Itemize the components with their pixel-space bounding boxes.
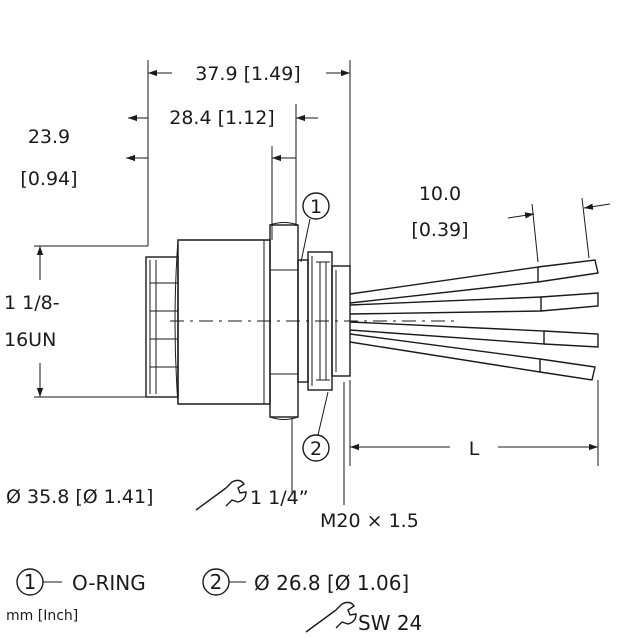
front-insert [145, 256, 179, 398]
thread-line2-label: 16UN [4, 329, 56, 351]
dim-lead-length: L [349, 380, 599, 466]
wire-2 [349, 296, 542, 315]
legend-item2-label: Ø 26.8 [Ø 1.06] [254, 571, 409, 595]
overall-length-label: 37.9 [1.49] [195, 63, 300, 85]
lead-length-label: L [469, 438, 480, 460]
legend-wrench-label: SW 24 [358, 611, 422, 635]
wire-4 [349, 333, 541, 373]
wire-3 [349, 321, 545, 345]
callout-2: 2 [302, 391, 330, 462]
dim-thread: 1 1/8- 16UN [4, 245, 148, 398]
connector-body [145, 222, 460, 420]
svg-text:1: 1 [24, 570, 37, 594]
svg-text:2: 2 [310, 438, 322, 460]
callout-circle-icon [302, 192, 330, 220]
dim-body-length: 28.4 [1.12] [128, 104, 318, 226]
lead-wires [349, 259, 599, 381]
dim-front-length: 23.9 [0.94] [20, 126, 296, 240]
legend: 1 O-RING 2 Ø 26.8 [Ø 1.06] mm [Inch] SW … [6, 568, 422, 635]
svg-text:1: 1 [310, 196, 322, 218]
front-length-in-label: [0.94] [20, 168, 77, 190]
units-note: mm [Inch] [6, 608, 78, 624]
dim-wire-strip: 10.0 [0.39] [411, 183, 611, 263]
wrench-size-label: 1 1/4” [250, 487, 309, 509]
wire-1 [349, 266, 539, 304]
wrench-icon [305, 601, 357, 633]
svg-text:2: 2 [210, 570, 223, 594]
dim-diameter: Ø 35.8 [Ø 1.41] 1 1/4” [6, 418, 309, 511]
front-length-mm-label: 23.9 [28, 126, 70, 148]
body-length-label: 28.4 [1.12] [169, 107, 274, 129]
mount-thread-label: M20 × 1.5 [320, 510, 419, 532]
dim-overall-length: 37.9 [1.49] [147, 60, 351, 266]
legend-item1-label: O-RING [72, 571, 146, 595]
dim-mount-thread: M20 × 1.5 [320, 382, 419, 532]
wire-strip-in-label: [0.39] [411, 219, 468, 241]
callout-circle-icon [302, 434, 330, 462]
thread-line1-label: 1 1/8- [4, 292, 60, 314]
diameter-label: Ø 35.8 [Ø 1.41] [6, 486, 153, 508]
coupling-body [177, 239, 271, 405]
wire-strip-mm-label: 10.0 [419, 183, 461, 205]
callout-1: 1 [300, 192, 330, 263]
wrench-icon [195, 479, 247, 511]
